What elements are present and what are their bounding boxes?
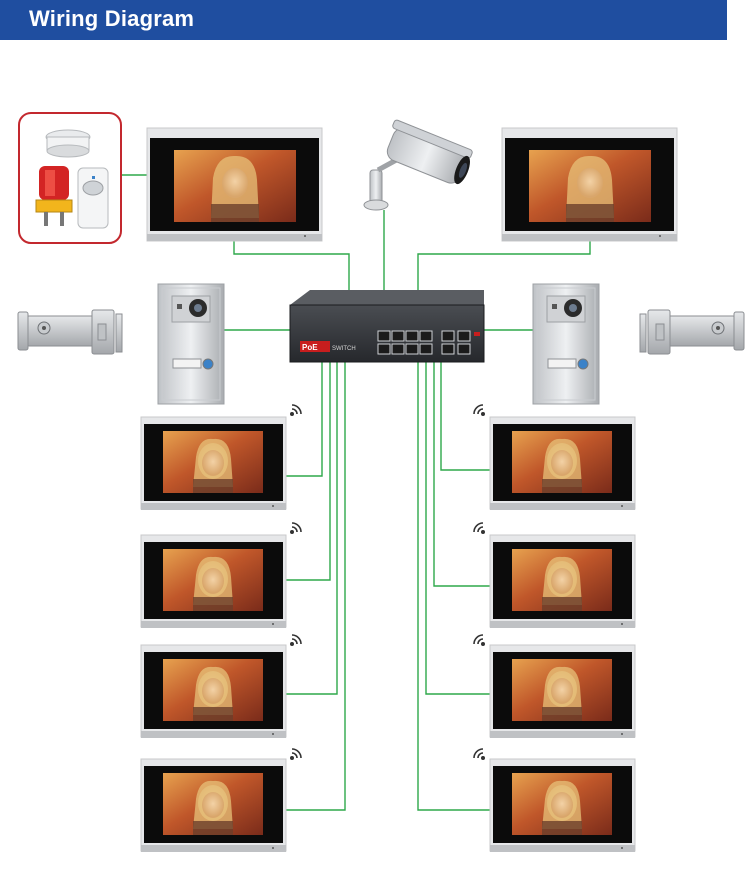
left-monitor-2	[140, 534, 287, 629]
wifi-icon	[289, 522, 302, 535]
left-electric-lock-icon	[17, 309, 123, 355]
siren-light-icon	[35, 166, 73, 226]
wires	[121, 174, 591, 811]
top-left-monitor	[146, 127, 323, 242]
wifi-icon	[473, 522, 486, 535]
switch-model-label: SWITCH	[332, 346, 356, 352]
header-bar: Wiring Diagram	[0, 0, 727, 40]
wifi-icon	[289, 404, 302, 417]
page-title: Wiring Diagram	[29, 6, 195, 31]
right-door-station	[532, 283, 600, 405]
switch-ports	[377, 330, 471, 355]
switch-brand-label: PoE	[302, 343, 318, 352]
left-monitor-1	[140, 416, 287, 511]
right-monitor-1	[489, 416, 636, 511]
pir-sensor-icon	[77, 167, 109, 229]
wifi-icon	[289, 634, 302, 647]
smoke-detector-icon	[45, 129, 91, 158]
alarm-sensors-group	[18, 112, 122, 244]
wifi-icon	[473, 634, 486, 647]
poe-switch: PoE SWITCH	[289, 290, 485, 363]
left-door-station	[157, 283, 225, 405]
left-monitor-4	[140, 758, 287, 853]
left-monitor-3	[140, 644, 287, 739]
wifi-icon	[289, 748, 302, 761]
right-monitor-4	[489, 758, 636, 853]
cctv-camera-icon	[363, 119, 473, 211]
top-right-monitor	[501, 127, 678, 242]
right-monitor-2	[489, 534, 636, 629]
right-monitor-3	[489, 644, 636, 739]
wifi-icon	[473, 404, 486, 417]
right-electric-lock-icon	[639, 309, 745, 355]
wifi-icon	[473, 748, 486, 761]
